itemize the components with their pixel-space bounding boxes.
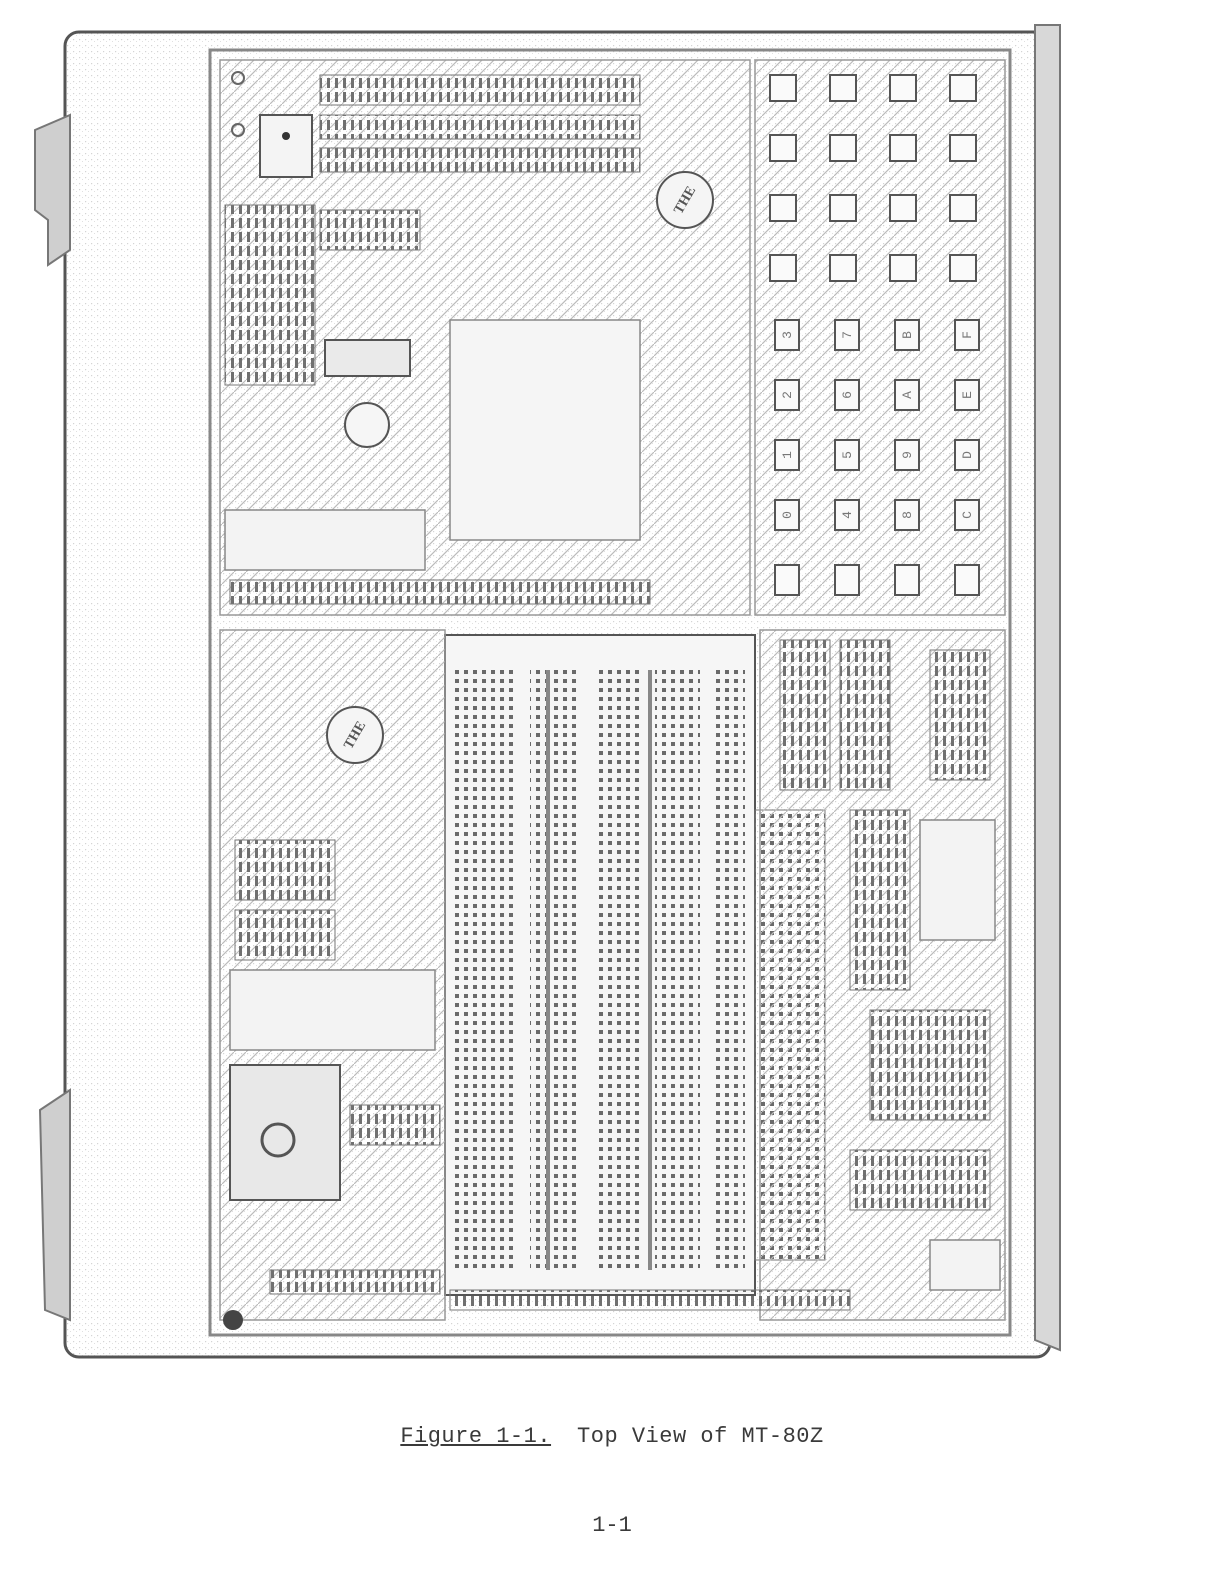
hex-key-label: A xyxy=(900,391,915,399)
function-key xyxy=(829,74,857,102)
function-key xyxy=(769,254,797,282)
hex-key xyxy=(954,499,980,531)
function-key xyxy=(889,194,917,222)
function-key xyxy=(769,74,797,102)
function-key xyxy=(949,134,977,162)
hex-key xyxy=(894,319,920,351)
function-key xyxy=(829,134,857,162)
hex-key xyxy=(894,499,920,531)
hex-key xyxy=(834,319,860,351)
function-key xyxy=(894,564,920,596)
lower-circuit-area: THE xyxy=(219,629,446,1330)
hex-key-label: E xyxy=(960,391,975,399)
page-number: 1-1 xyxy=(592,1513,632,1538)
hex-key xyxy=(894,379,920,411)
upper-circuit-area: THE xyxy=(219,59,751,616)
hex-key-label: 8 xyxy=(900,511,915,519)
figure-caption: Figure 1-1. Top View of MT-80Z xyxy=(0,1424,1224,1449)
function-key xyxy=(769,134,797,162)
hex-key-label: 6 xyxy=(840,391,855,399)
hex-key-label: 5 xyxy=(840,451,855,459)
hex-key xyxy=(834,439,860,471)
function-key xyxy=(834,564,860,596)
hex-key xyxy=(774,439,800,471)
hex-key xyxy=(954,379,980,411)
hex-key-label: F xyxy=(960,331,975,339)
function-key xyxy=(949,194,977,222)
function-key xyxy=(889,134,917,162)
hex-key-label: 0 xyxy=(780,511,795,519)
hex-key xyxy=(894,439,920,471)
hex-key-label: 2 xyxy=(780,391,795,399)
function-key xyxy=(949,254,977,282)
function-key xyxy=(769,194,797,222)
right-circuit-area xyxy=(449,629,1006,1321)
hex-key-label: 4 xyxy=(840,511,855,519)
board-photo: THE 3 7 B F 2 6 A E 1 5 9 D 0 4 8 C THE xyxy=(34,24,1061,1359)
figure-title: Top View of MT-80Z xyxy=(577,1424,824,1449)
hex-key-label: 7 xyxy=(840,331,855,339)
hex-key-label: D xyxy=(960,451,975,459)
hex-key xyxy=(834,499,860,531)
hex-key-label: 1 xyxy=(780,451,795,459)
hex-key xyxy=(834,379,860,411)
function-key xyxy=(829,194,857,222)
function-key xyxy=(889,74,917,102)
hex-key-label: 3 xyxy=(780,331,795,339)
hex-key xyxy=(774,379,800,411)
function-key xyxy=(949,74,977,102)
figure-label: Figure 1-1. xyxy=(400,1424,552,1449)
hex-key xyxy=(774,499,800,531)
hex-key xyxy=(774,319,800,351)
hex-key xyxy=(954,439,980,471)
hex-key xyxy=(954,319,980,351)
function-key xyxy=(774,564,800,596)
keypad: 3 7 B F 2 6 A E 1 5 9 D 0 4 8 C xyxy=(754,59,1006,616)
function-key xyxy=(829,254,857,282)
hex-key-label: B xyxy=(900,331,915,339)
hex-key-label: C xyxy=(960,511,975,519)
function-key xyxy=(954,564,980,596)
function-key xyxy=(889,254,917,282)
hex-key-label: 9 xyxy=(900,451,915,459)
